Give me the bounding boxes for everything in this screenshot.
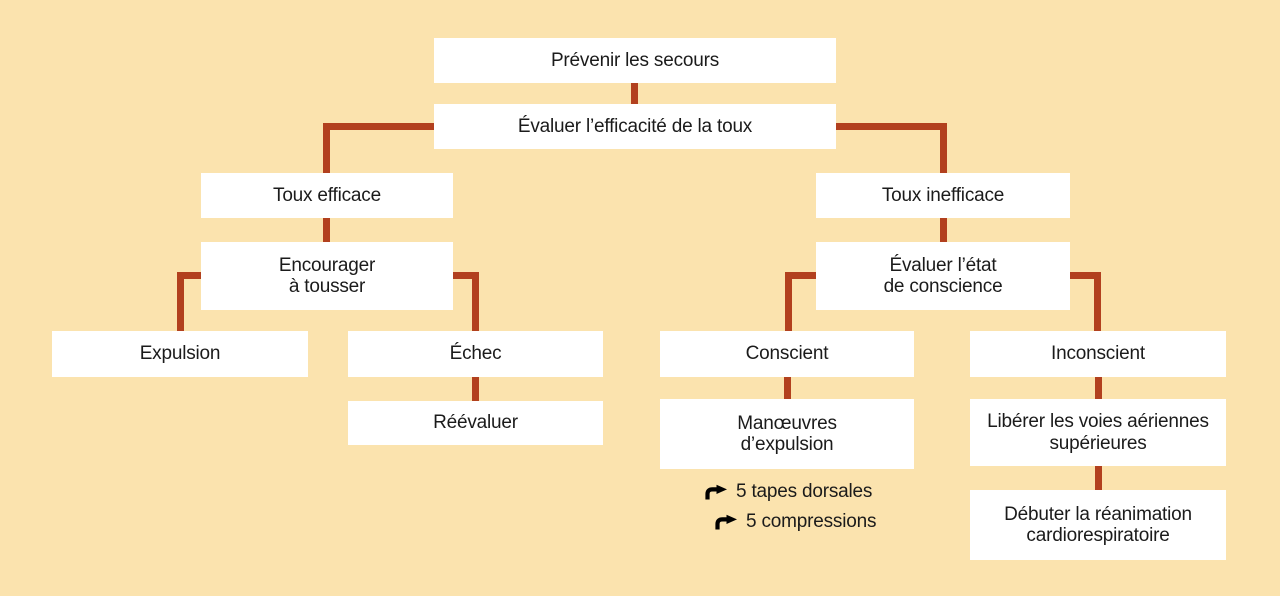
node-label: Débuter la réanimation [1004, 503, 1192, 525]
node-inconscient: Inconscient [970, 331, 1226, 377]
connector-encourager-to-expulsion [177, 272, 201, 331]
connector-touxinefficace-to-conscience [940, 218, 947, 242]
bullet-label: 5 compressions [746, 511, 877, 532]
connector-conscient-to-manoeuvres [784, 377, 791, 399]
node-label: Expulsion [139, 343, 221, 365]
node-label: Inconscient [1051, 343, 1145, 365]
curved-arrow-icon [715, 514, 737, 530]
connector-touxefficace-to-encourager [323, 218, 330, 242]
connector-evaluertoux-to-touxinefficace [836, 123, 947, 173]
node-label: Toux efficace [273, 184, 381, 206]
node-label: Réévaluer [433, 412, 518, 434]
node-conscient: Conscient [660, 331, 914, 377]
bullet-compressions: 5 compressions [714, 511, 876, 533]
bullet-label: 5 tapes dorsales [736, 481, 873, 502]
node-encourager-a-tousser: Encourager à tousser [201, 242, 453, 310]
node-toux-efficace: Toux efficace [201, 173, 453, 218]
node-debuter-reanimation: Débuter la réanimation cardiorespiratoir… [970, 490, 1226, 560]
node-label: de conscience [883, 276, 1003, 297]
connector-conscience-to-inconscient [1070, 272, 1101, 331]
node-manoeuvres-expulsion: Manœuvres d’expulsion [660, 399, 914, 469]
node-toux-inefficace: Toux inefficace [816, 173, 1070, 218]
node-label: Manœuvres [737, 412, 837, 434]
node-label: supérieures [1049, 432, 1147, 454]
node-label: Évaluer l’efficacité de la toux [517, 115, 753, 137]
node-label: d’expulsion [740, 434, 834, 455]
node-label: à tousser [288, 276, 366, 297]
connector-liberer-to-debuter [1095, 466, 1102, 490]
node-label: Encourager [278, 254, 376, 276]
node-reevaluer: Réévaluer [348, 401, 603, 445]
node-liberer-voies-aeriennes: Libérer les voies aériennes supérieures [970, 399, 1226, 466]
bullet-tapes-dorsales: 5 tapes dorsales [704, 481, 872, 503]
node-label: Échec [449, 343, 502, 365]
node-echec: Échec [348, 331, 603, 377]
node-label: cardiorespiratoire [1026, 525, 1170, 546]
connector-encourager-to-echec [453, 272, 479, 331]
node-label: Toux inefficace [881, 184, 1005, 206]
curved-arrow-icon [705, 484, 727, 500]
node-evaluer-etat-conscience: Évaluer l’état de conscience [816, 242, 1070, 310]
connector-inconscient-to-liberer [1095, 377, 1102, 399]
node-label: Évaluer l’état [889, 254, 997, 276]
node-evaluer-efficacite-toux: Évaluer l’efficacité de la toux [434, 104, 836, 149]
node-label: Libérer les voies aériennes [987, 411, 1209, 432]
node-prevenir-les-secours: Prévenir les secours [434, 38, 836, 83]
node-label: Prévenir les secours [550, 49, 720, 71]
connector-prevenir-to-evaluertoux [631, 83, 638, 104]
node-expulsion: Expulsion [52, 331, 308, 377]
connector-evaluertoux-to-touxefficace [323, 123, 434, 173]
connector-conscience-to-conscient [785, 272, 816, 331]
node-label: Conscient [745, 343, 829, 365]
connector-echec-to-reevaluer [472, 377, 479, 401]
